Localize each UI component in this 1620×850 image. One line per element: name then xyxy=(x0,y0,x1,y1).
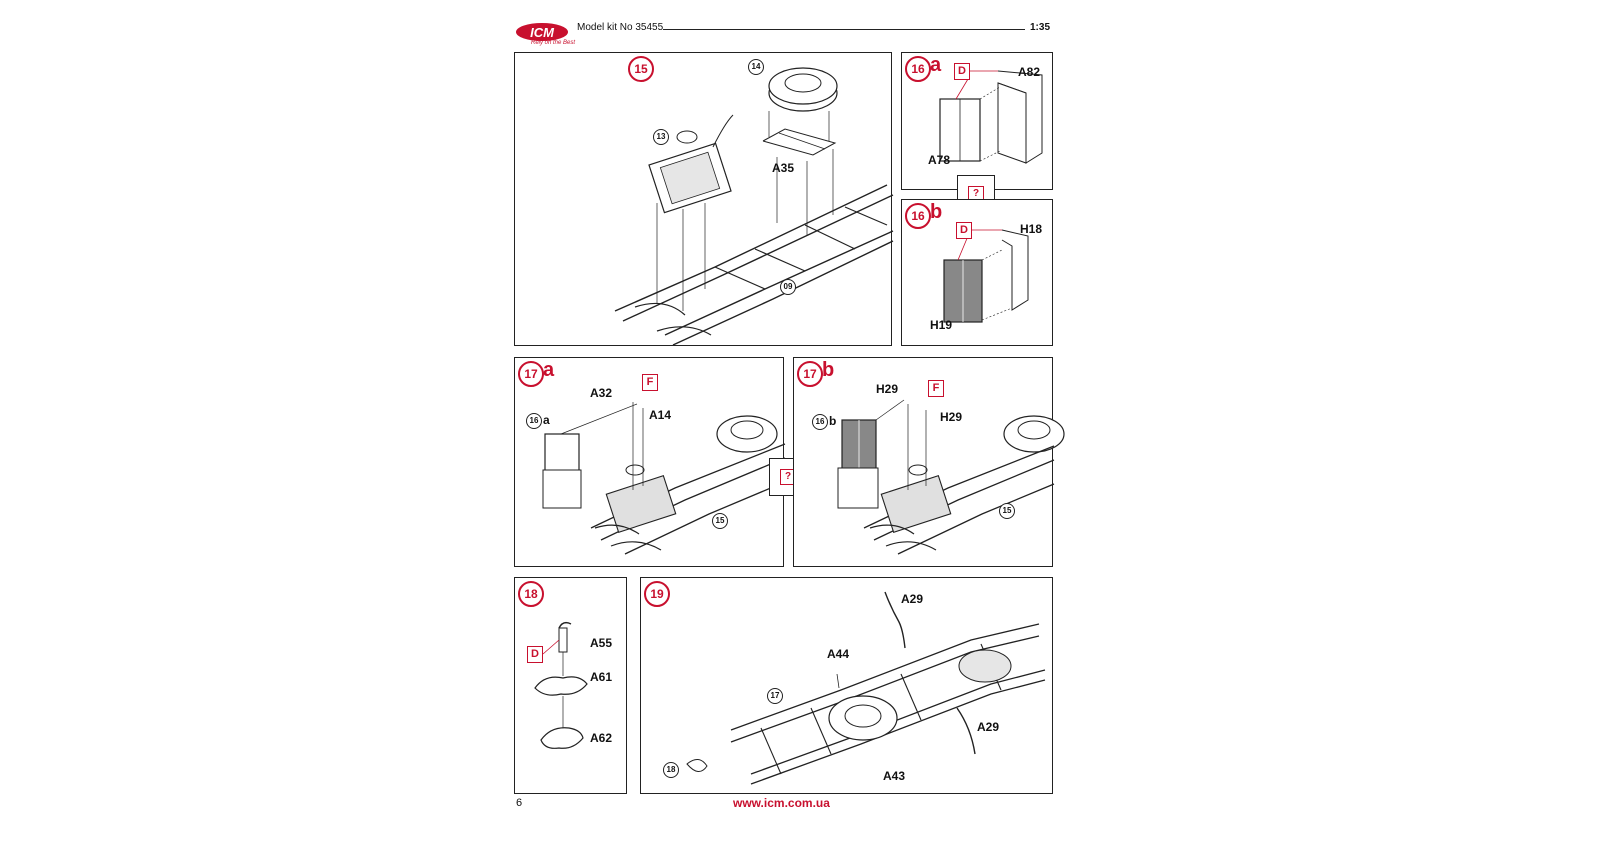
ref-step-16-suffix: b xyxy=(829,414,837,428)
logo-tagline: Rely on the Best xyxy=(531,40,576,46)
label-a78: A78 xyxy=(928,153,951,167)
logo-swoosh-icon: ICM xyxy=(516,23,568,41)
paint-code-f: F xyxy=(928,380,944,397)
ref-part-09: 09 xyxy=(780,279,796,295)
step-19-number: 19 xyxy=(644,581,670,607)
step-18-number: 18 xyxy=(518,581,544,607)
scale-label: 1:35 xyxy=(1030,22,1051,33)
ref-step-15: 15 xyxy=(712,513,728,529)
icm-logo: ICM xyxy=(514,18,570,48)
ref-step-16: 16 xyxy=(812,414,828,430)
ref-step-17: 17 xyxy=(767,688,783,704)
ref-step-15: 15 xyxy=(999,503,1015,519)
label-h19: H19 xyxy=(930,318,953,332)
label-a35: A35 xyxy=(772,161,795,175)
spare-carrier-drawing xyxy=(534,621,588,749)
ref-step-18: 18 xyxy=(663,762,679,778)
label-a62: A62 xyxy=(590,731,613,745)
step-16b-panel: 16 b D H18 H19 xyxy=(901,199,1053,346)
header-rule xyxy=(663,29,1025,30)
website-link[interactable]: www.icm.com.ua xyxy=(733,796,830,810)
paint-code-d: D xyxy=(956,222,972,239)
radiator-16a-drawing xyxy=(939,70,1043,164)
chassis-engine-drawing xyxy=(614,67,894,346)
page-number: 6 xyxy=(516,797,523,809)
chassis-underside-drawing xyxy=(686,591,1046,785)
label-a29-bottom: A29 xyxy=(977,720,1000,734)
step-19-panel: 19 A29 A44 17 A29 18 A43 xyxy=(640,577,1053,794)
ref-step-14: 14 xyxy=(748,59,764,75)
label-a32: A32 xyxy=(590,386,613,400)
label-a82: A82 xyxy=(1018,65,1041,79)
ref-step-16-suffix: a xyxy=(543,413,550,427)
step-16a-number: 16 xyxy=(905,56,931,82)
chassis-radiator-17a-drawing xyxy=(542,402,786,555)
step-16b-number: 16 xyxy=(905,203,931,229)
step-16a-panel: 16 a D A82 A78 xyxy=(901,52,1053,190)
step-16b-suffix: b xyxy=(930,201,943,223)
label-h29-left: H29 xyxy=(876,382,899,396)
step-17b-suffix: b xyxy=(822,359,835,381)
paint-code-d: D xyxy=(527,646,543,663)
label-a43: A43 xyxy=(883,769,906,783)
label-a55: A55 xyxy=(590,636,613,650)
step-17a-panel: 17 a A32 F A14 16 a 15 xyxy=(514,357,786,567)
step-17a-suffix: a xyxy=(543,359,555,381)
step-15-number: 15 xyxy=(628,56,654,82)
step-15-panel: 15 14 13 A35 09 xyxy=(514,52,894,346)
ref-step-13: 13 xyxy=(653,129,669,145)
step-17b-panel: 17 b H29 F H29 16 b 15 xyxy=(793,357,1065,567)
label-a61: A61 xyxy=(590,670,613,684)
step-17b-number: 17 xyxy=(797,361,823,387)
label-h18: H18 xyxy=(1020,222,1043,236)
label-a44: A44 xyxy=(827,647,850,661)
model-kit-number: Model kit No 35455 xyxy=(577,22,664,33)
radiator-16b-drawing xyxy=(943,229,1029,323)
step-18-panel: 18 D A55 A61 A62 xyxy=(514,577,627,794)
paint-code-d: D xyxy=(954,63,970,80)
label-h29-right: H29 xyxy=(940,410,963,424)
label-a14: A14 xyxy=(649,408,672,422)
step-16a-suffix: a xyxy=(930,54,942,76)
chassis-radiator-17b-drawing xyxy=(837,399,1065,555)
paint-code-f: F xyxy=(642,374,658,391)
label-a29-top: A29 xyxy=(901,592,924,606)
logo-brand-text: ICM xyxy=(530,25,555,40)
step-17a-number: 17 xyxy=(518,361,544,387)
ref-step-16: 16 xyxy=(526,413,542,429)
